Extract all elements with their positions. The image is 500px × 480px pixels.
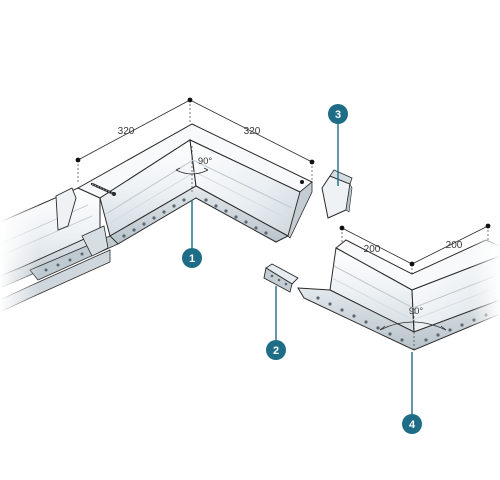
callout-3-label: 3	[335, 109, 341, 121]
upper-angle-marker: 90°	[175, 146, 213, 192]
end-cap-part	[321, 169, 353, 219]
lower-dimensions: 200 200	[339, 223, 491, 276]
dimension-lower-left: 200	[364, 244, 381, 255]
callout-2: 2	[266, 286, 286, 360]
dimension-lower-right: 200	[446, 240, 463, 251]
callout-4-label: 4	[409, 419, 416, 431]
callout-4: 4	[402, 352, 422, 434]
joint-connector-part	[263, 263, 299, 293]
upper-corner-profile	[0, 123, 313, 320]
upper-flange-perforations	[122, 198, 268, 238]
lower-corner-profile	[297, 236, 500, 356]
upper-dimensions: 320 320	[75, 97, 315, 184]
angle-upper: 90°	[198, 156, 213, 167]
callout-1-label: 1	[189, 253, 195, 265]
callout-2-label: 2	[273, 345, 279, 357]
dimension-upper-right: 320	[244, 126, 261, 137]
callout-1: 1	[182, 200, 202, 268]
dimension-upper-left: 320	[118, 126, 135, 137]
joint-bracket-upper	[55, 187, 77, 231]
screw-icon	[90, 182, 116, 196]
lower-corner-perforated-flange	[297, 287, 500, 351]
angle-lower: 90°	[409, 306, 424, 317]
lower-angle-marker: 90°	[379, 306, 447, 350]
callout-3: 3	[328, 104, 348, 186]
